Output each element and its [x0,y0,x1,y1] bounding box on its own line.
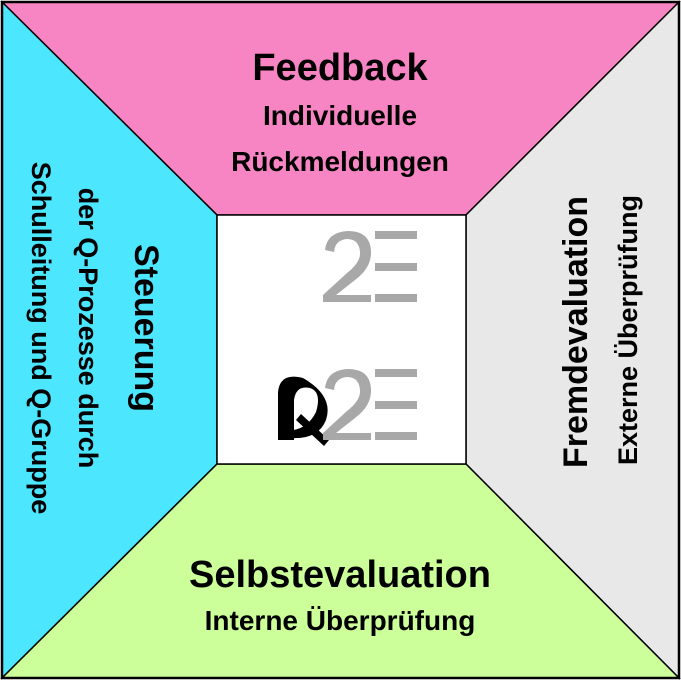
fremdevaluation-title: Fremdevaluation [557,196,595,468]
q2e-logo-faded-icon [323,231,417,302]
selbstevaluation-subtitle: Interne Überprüfung [205,605,476,636]
feedback-line1: Individuelle [263,100,417,131]
steuerung-line1: der Q-Prozesse durch [73,188,103,469]
steuerung-line2: Schulleitung und Q-Gruppe [26,162,56,514]
selbstevaluation-title: Selbstevaluation [189,554,491,596]
fremdevaluation-subtitle: Externe Überprüfung [613,195,643,465]
feedback-title: Feedback [252,47,428,89]
steuerung-title: Steuerung [127,244,165,412]
feedback-line2: Rückmeldungen [231,146,449,177]
q2e-logo-icon [278,369,417,446]
